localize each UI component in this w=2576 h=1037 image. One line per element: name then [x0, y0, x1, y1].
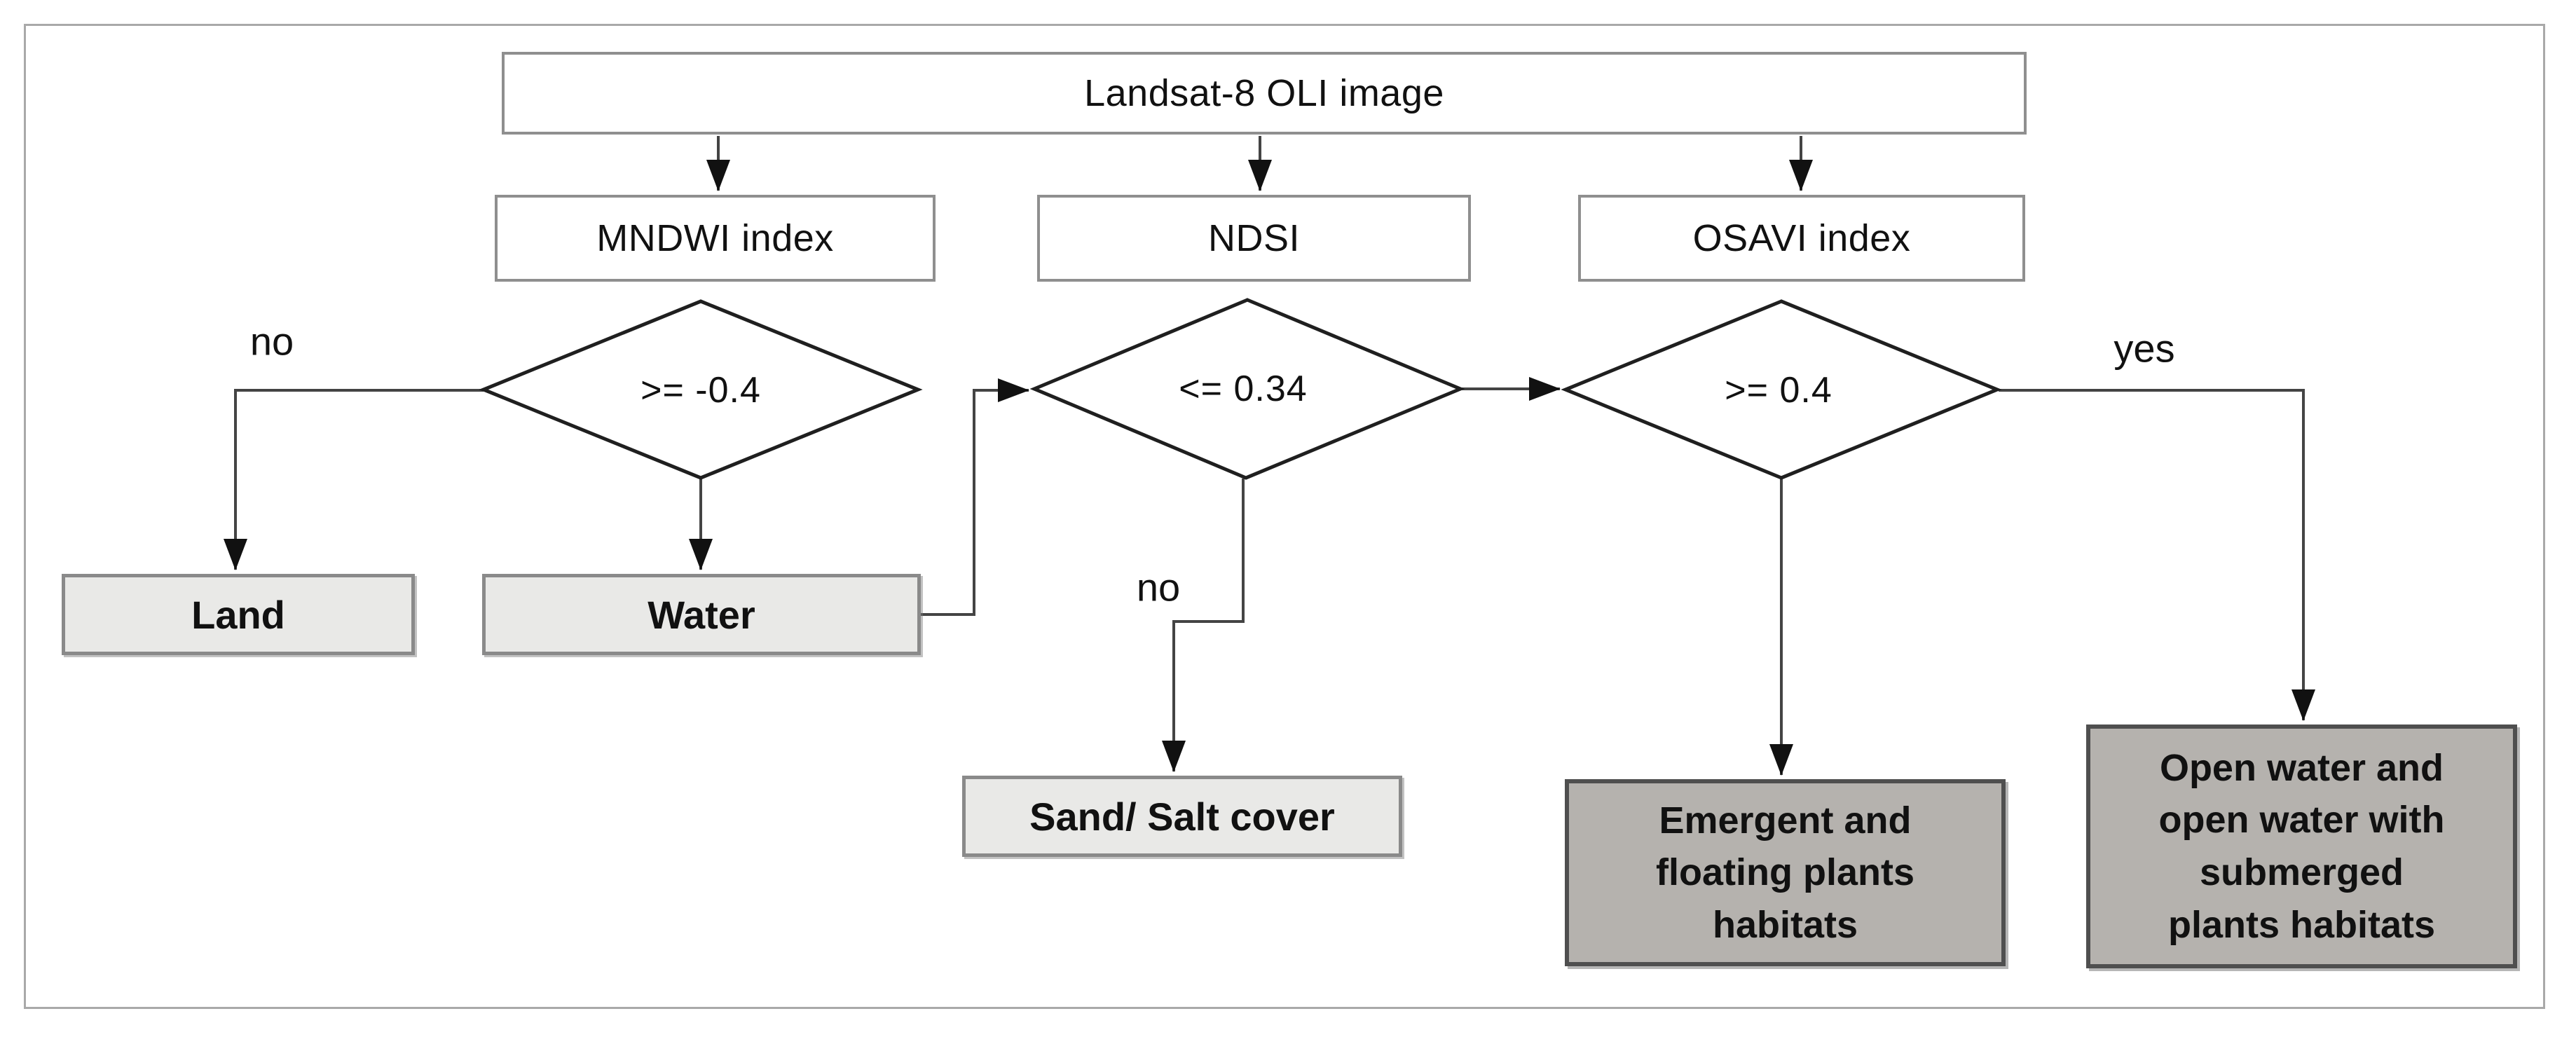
index-box-mndwi: MNDWI index [495, 195, 936, 282]
source-box: Landsat-8 OLI image [502, 52, 2027, 135]
outcome-box-land: Land [62, 574, 415, 655]
outcome-box-water: Water [482, 574, 921, 655]
decision-diamond-osavi [1561, 299, 2002, 480]
edge-water-to-ndsi-decision [919, 378, 1029, 616]
decision-label-mndwi: >= -0.4 [640, 370, 761, 411]
decision-label-ndsi: <= 0.34 [1179, 369, 1307, 409]
outcome-box-emergent-floating-habitats: Emergent and floating plants habitats [1565, 779, 2006, 966]
edge-osavi-yes-to-openwater [1999, 389, 2315, 721]
outcome-box-sand-salt-cover: Sand/ Salt cover [962, 776, 1402, 857]
decision-diamond-mndwi [479, 299, 923, 480]
edge-ndsi-no-to-sand [1162, 479, 1245, 772]
edge-label-no-mndwi: no [249, 319, 294, 364]
edge-label-yes-osavi: yes [2113, 326, 2175, 371]
index-box-osavi: OSAVI index [1578, 195, 2025, 282]
decision-label-osavi: >= 0.4 [1725, 370, 1832, 411]
index-box-ndsi: NDSI [1037, 195, 1471, 282]
edge-mndwi-no-to-land [224, 389, 484, 570]
edge-label-no-ndsi: no [1136, 565, 1181, 610]
outcome-box-open-water-habitats: Open water and open water with submerged… [2086, 724, 2517, 968]
decision-diamond-ndsi [1029, 298, 1465, 480]
